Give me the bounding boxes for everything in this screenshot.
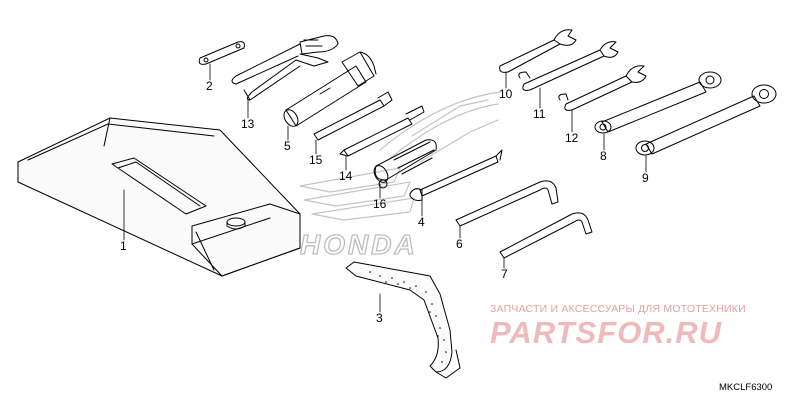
honda-watermark-text: HONDA	[300, 229, 418, 260]
small-flat-wrench-icon	[198, 41, 245, 65]
callout-14: 14	[339, 169, 353, 183]
honda-wing-watermark	[299, 91, 501, 221]
screwdriver-handle-icon	[373, 139, 437, 189]
tool-bag-icon	[17, 117, 301, 277]
socket-wrench-icon	[283, 51, 377, 127]
callout-13: 13	[241, 117, 255, 131]
callout-10: 10	[499, 87, 513, 101]
hex-key-large-icon	[455, 180, 559, 227]
hex-key-small-icon	[499, 212, 593, 259]
callout-2: 2	[206, 79, 213, 93]
callout-16: 16	[373, 197, 387, 211]
drawing-code: MKCLF6300	[719, 382, 773, 393]
site-watermark-caption: ЗАПЧАСТИ И АКСЕССУАРЫ ДЛЯ МОТОТЕХНИКИ	[490, 303, 746, 315]
callout-5: 5	[284, 139, 291, 153]
callout-8: 8	[600, 149, 607, 163]
rubber-strap-icon	[345, 261, 461, 379]
callout-9: 9	[642, 171, 649, 185]
callout-3: 3	[376, 311, 383, 325]
extension-bar-icon	[313, 91, 393, 141]
callout-4: 4	[418, 215, 425, 229]
callout-15: 15	[309, 153, 323, 167]
callout-7: 7	[501, 267, 508, 281]
open-end-wrench-11-icon	[518, 41, 619, 91]
combination-wrench-8-icon	[594, 71, 722, 134]
callout-1: 1	[120, 239, 127, 253]
site-watermark-logo: PARTSFOR.RU	[490, 315, 723, 350]
open-end-wrench-10-icon	[499, 29, 577, 73]
callout-11: 11	[533, 107, 546, 121]
screwdriver-bit-icon	[339, 105, 425, 157]
combination-wrench-9-icon	[635, 84, 777, 156]
callout-12: 12	[565, 131, 579, 145]
callout-6: 6	[456, 237, 463, 251]
open-end-wrench-12-icon	[558, 65, 647, 111]
leader-lines	[123, 63, 647, 313]
pliers-icon	[231, 35, 339, 101]
